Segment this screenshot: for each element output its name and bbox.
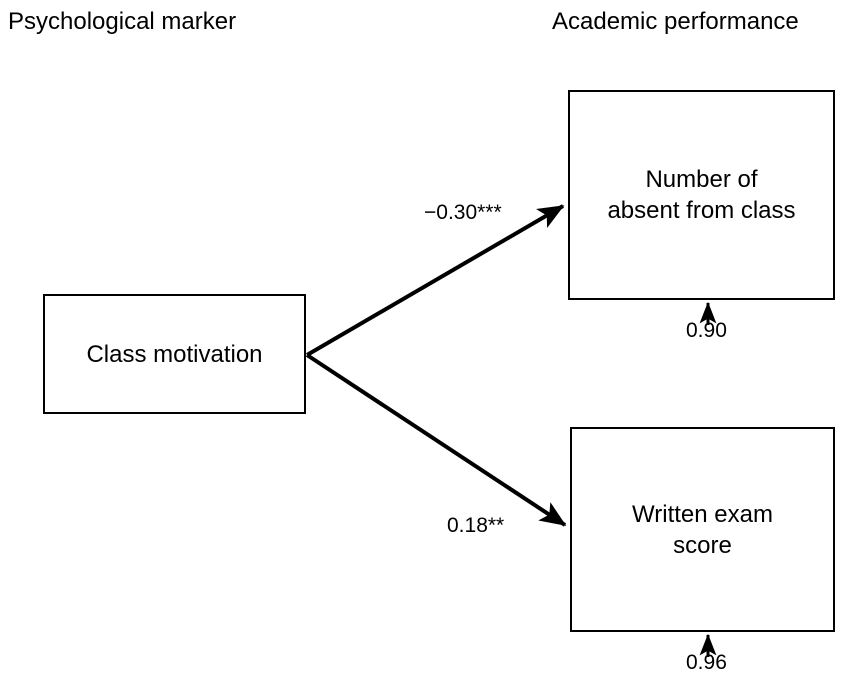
node-label-absent-from-class: Number of absent from class [607,166,796,224]
column-header-psychological-marker: Psychological marker [8,8,237,35]
node-box-class-motivation[interactable]: Class motivation [43,294,306,414]
column-header-academic-performance: Academic performance [552,8,799,35]
residual-value-written-exam-score: 0.96 [686,651,727,674]
path-coefficient-motivation-to-exam: 0.18** [447,514,505,537]
node-box-written-exam-score[interactable]: Written exam score [570,427,835,632]
residual-value-absent-from-class: 0.90 [686,319,727,342]
path-coefficient-motivation-to-absent: −0.30*** [424,201,502,224]
node-label-class-motivation: Class motivation [86,340,263,368]
path-arrow-motivation-to-absent [305,204,565,357]
node-box-absent-from-class[interactable]: Number of absent from class [568,90,835,300]
path-arrow-motivation-to-exam [305,353,567,527]
node-label-written-exam-score: Written exam score [632,500,773,559]
